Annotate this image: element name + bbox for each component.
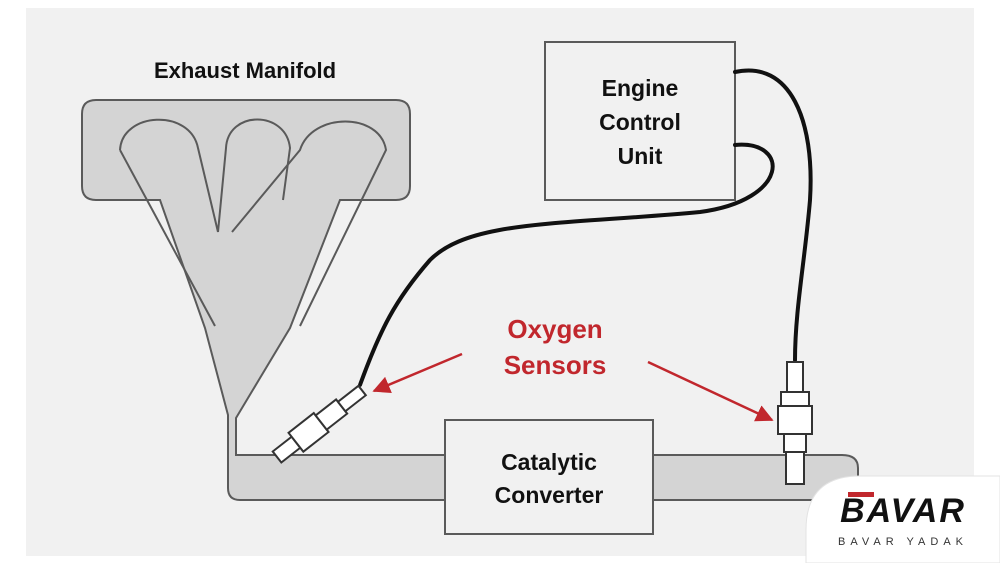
ecu-label-line-1: Engine [602,75,679,101]
catalytic-converter-label-line-2: Converter [495,482,604,508]
engine-control-unit [544,41,736,201]
ecu-label-line-3: Unit [618,143,663,169]
bavar-logo-badge: BAVAR BAVAR YADAK [805,475,1000,563]
arrow-to-upstream-sensor [372,352,463,393]
manifold-runner-left-outer [119,149,216,327]
catalytic-converter-label-line-1: Catalytic [501,449,597,475]
bavar-logo-accent-bar [848,492,874,497]
exhaust-manifold-label: Exhaust Manifold [154,58,336,83]
bavar-logo-wordmark: BAVAR [840,492,966,530]
wire-downstream-sensor [733,68,813,362]
wire-upstream-sensor [358,142,775,387]
manifold-runner-right [231,120,388,327]
oxygen-sensors-label-line-2: Sensors [504,350,607,380]
arrow-to-downstream-sensor [647,360,774,422]
oxygen-sensors-label-line-1: Oxygen [507,314,602,344]
manifold-runner-center [217,118,292,233]
upstream-oxygen-sensor [271,384,368,464]
ecu-label-line-2: Control [599,109,681,135]
downstream-oxygen-sensor [777,361,813,485]
manifold-runner-left [119,118,219,233]
catalytic-converter [444,419,654,535]
bavar-logo-subtitle: BAVAR YADAK [838,536,968,548]
